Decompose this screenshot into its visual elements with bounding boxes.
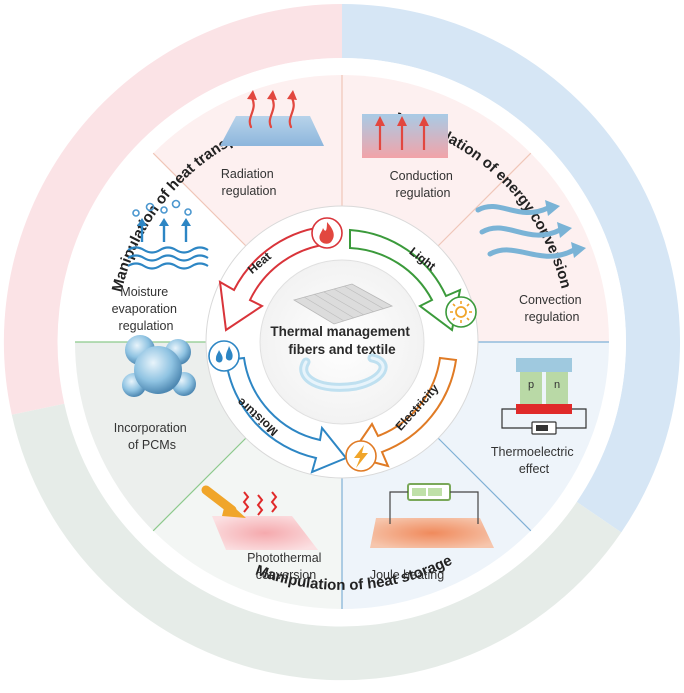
radiation-label-line1: Radiation bbox=[221, 167, 274, 181]
photothermal-label: Photothermal conversion bbox=[247, 551, 325, 582]
radiation-label-line2: regulation bbox=[222, 184, 277, 198]
energy-conversion-band bbox=[342, 3, 681, 533]
radiation-label: Radiation regulation bbox=[221, 167, 277, 198]
convection-label: Convection regulation bbox=[519, 293, 585, 324]
joule-heating-icon bbox=[370, 483, 494, 548]
photothermal-label-line1: Photothermal bbox=[247, 551, 321, 565]
heat-transport-band bbox=[3, 3, 343, 415]
svg-text:n: n bbox=[554, 379, 560, 391]
thermoelectric-icon: p n bbox=[501, 358, 587, 435]
conduction-label: Conduction regulation bbox=[390, 169, 457, 200]
radiation-icon bbox=[220, 90, 324, 146]
heat-storage-band bbox=[11, 403, 622, 681]
photothermal-icon bbox=[201, 485, 318, 550]
center-title-line1: Thermal management bbox=[270, 324, 410, 339]
energy-cycle bbox=[218, 224, 462, 474]
pcm-icon bbox=[122, 335, 196, 397]
water-drop-icon bbox=[208, 340, 240, 372]
light-arrow bbox=[349, 228, 462, 332]
lightning-icon bbox=[345, 440, 377, 472]
moisture-evaporation-label-line3: regulation bbox=[119, 319, 174, 333]
svg-text:p: p bbox=[528, 379, 534, 391]
conduction-label-line1: Conduction bbox=[390, 169, 453, 183]
conduction-icon bbox=[362, 114, 448, 158]
thermoelectric-label-line1: Thermoelectric bbox=[491, 445, 574, 459]
heat-arrow bbox=[218, 224, 331, 332]
conduction-label-line2: regulation bbox=[396, 186, 451, 200]
center-title-line2: fibers and textile bbox=[288, 342, 396, 357]
photothermal-label-line2: conversion bbox=[256, 568, 316, 582]
moisture-evaporation-label-line1: Moisture bbox=[120, 285, 168, 299]
flame-icon bbox=[311, 217, 343, 249]
evaporation-icon bbox=[127, 199, 209, 270]
center-title: Thermal management fibers and textile bbox=[270, 324, 413, 357]
convection-label-line1: Convection bbox=[519, 293, 582, 307]
joule-label: Joule heating bbox=[370, 568, 444, 582]
thermoelectric-label-line2: effect bbox=[519, 462, 550, 476]
textile-illustration bbox=[259, 259, 425, 425]
thermoelectric-label: Thermoelectric effect bbox=[491, 445, 577, 476]
moisture-evaporation-label-line2: evaporation bbox=[112, 302, 177, 316]
pcm-label-line1: Incorporation bbox=[114, 421, 187, 435]
joule-label-line1: Joule heating bbox=[370, 568, 444, 582]
convection-icon bbox=[475, 200, 586, 259]
pcm-label: Incorporation of PCMs bbox=[114, 421, 190, 452]
pcm-label-line2: of PCMs bbox=[128, 438, 176, 452]
moisture-evaporation-label: Moisture evaporation regulation bbox=[112, 285, 181, 333]
sun-icon bbox=[445, 296, 477, 328]
convection-label-line2: regulation bbox=[525, 310, 580, 324]
